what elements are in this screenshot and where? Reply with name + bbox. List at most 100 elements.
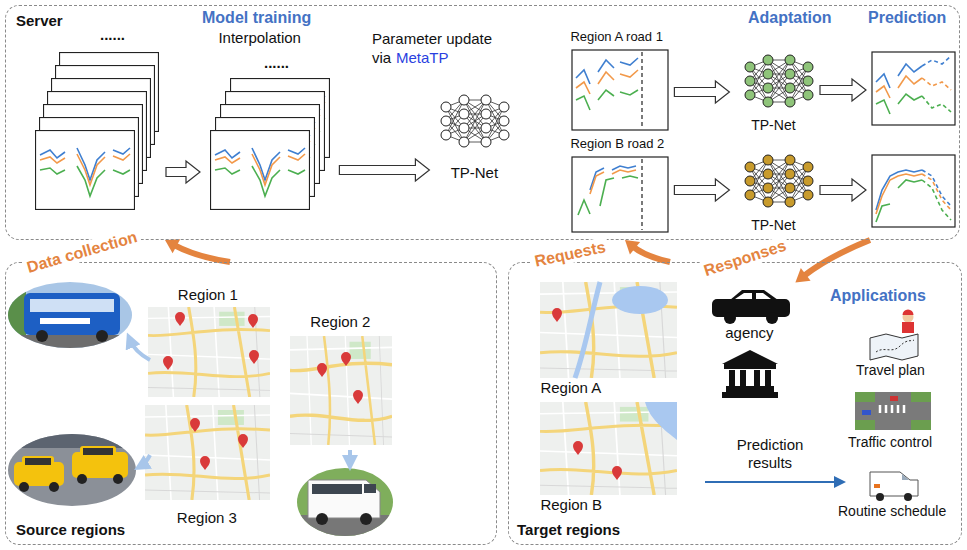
series-line [876,180,922,222]
city-map [148,307,270,397]
series-line [576,58,638,84]
series-line [876,76,922,98]
raw-data-stack [36,53,159,210]
model-icon: TP-Net [729,145,817,235]
map-pin [200,456,210,470]
region-name: Region B [540,496,602,514]
map-pin [175,312,185,326]
region-map: Region B [536,399,679,514]
series-line [590,170,636,194]
arrow-head [165,239,180,253]
road-chart [572,50,668,130]
travel-plan-icon [870,310,918,361]
region-map: Region 2 [287,313,393,446]
interpolation-stack: Interpolation [204,29,339,211]
map-pin [249,350,259,364]
data-frame [211,131,310,210]
forecast-line [922,174,951,210]
agency-name: agency [725,324,773,342]
prediction-chart [872,52,955,125]
series-heading: Region A road 1 [570,29,663,45]
server-panel: ServerInterpolationTP-Net Region A road 1… [5,5,960,240]
hollow-arrow [674,179,729,201]
river [575,282,600,378]
series-line [876,64,922,88]
series-heading: Region B road 2 [570,136,664,152]
panel-title: Server [16,12,63,30]
step-arrow [674,179,729,201]
map-pin [573,441,583,455]
forecast-line [922,56,951,66]
flow-label: Responses [699,235,792,281]
map-pin [552,308,562,322]
city-map [290,336,392,445]
chart-frame [872,52,955,125]
panel-title: Source regions [16,521,125,539]
chart-frame [872,155,955,227]
cutoff-line [641,159,642,230]
chart-frame [572,157,668,232]
result-arrow [705,476,846,488]
data-frame [36,131,135,210]
agency-icon: agency [699,282,799,399]
map-pin [238,434,248,448]
bus-photo [0,280,140,355]
stack-heading: Interpolation [218,29,301,47]
flow-label: Data collection [22,226,142,277]
taxi-photo [0,430,140,510]
road-series: Region A road 1 [564,29,674,134]
model-name: TP-Net [451,164,499,182]
map-pin [612,466,622,480]
hollow-arrow [339,159,429,181]
model-name: TP-Net [751,117,795,134]
region-map: Region 1 [144,286,271,397]
model-icon: TP-Net [729,45,817,135]
road-chart [572,157,668,232]
region-name: Region A [540,379,601,397]
road-series: Region B road 2 [564,136,674,233]
map-pin [163,356,173,370]
flow-arrow [165,239,230,262]
target-panel: Target regions Region A Region B agency [508,262,962,545]
arrow-shaft [174,245,230,262]
model-icon: TP-Net [429,84,519,184]
map-pin [341,352,351,366]
arrow-shaft [633,246,670,262]
series-line [876,174,922,214]
panel-title: Target regions [517,521,620,539]
source-link [130,340,350,466]
network-icon [745,55,813,107]
city-map [540,402,677,495]
interpolated-stack [211,79,330,210]
source-panel: Source regions Region 1Region 2 Region 3 [5,262,497,545]
step-arrow [674,81,729,103]
model-name: TP-Net [751,217,795,234]
shuttle-photo [295,466,395,540]
region-name: Region 3 [177,509,237,527]
forecast-line [922,180,951,220]
arrow-shaft [803,240,870,276]
forecast-line [922,170,951,206]
city-map [540,282,677,378]
lake [612,286,668,314]
step-arrow [820,79,866,101]
map-pin [248,314,258,328]
hollow-arrow [674,81,729,103]
cutoff-line [641,52,642,128]
chart-frame [572,50,668,130]
map-pin [353,390,363,404]
step-arrow [166,161,200,183]
series-line [576,90,638,110]
step-arrow [820,179,866,201]
car-icon [712,290,790,324]
delivery-van-icon [870,472,918,501]
arrow-head [795,268,810,282]
building-icon [722,350,778,398]
forecast-line [922,96,951,112]
lake [645,402,677,440]
arrow-head [625,240,640,254]
step-arrow [339,159,429,181]
